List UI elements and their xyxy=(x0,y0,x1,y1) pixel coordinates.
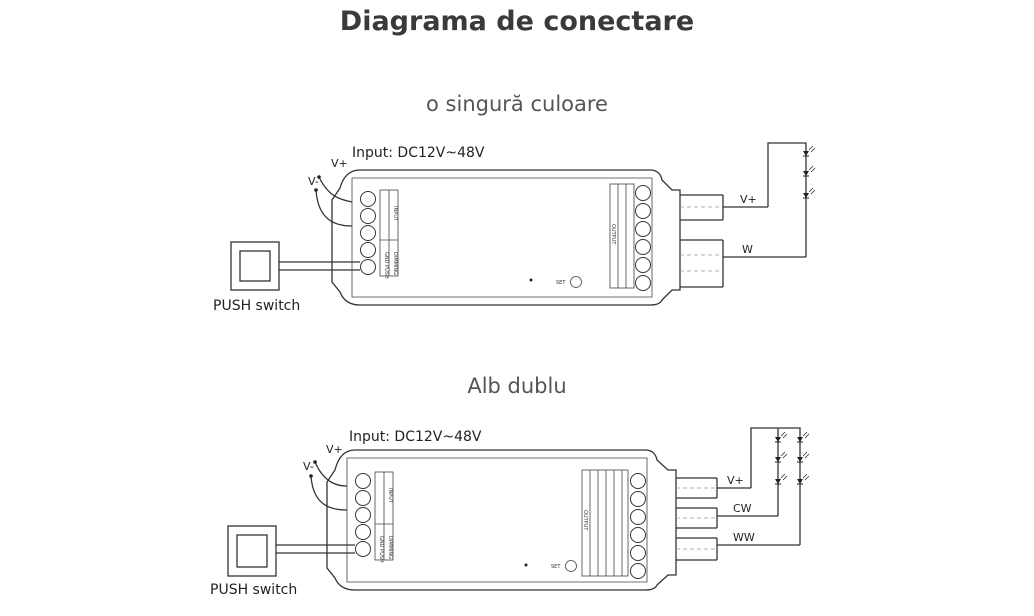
out-cw-label-2: CW xyxy=(733,502,752,515)
push-switch-label-1: PUSH switch xyxy=(213,298,300,314)
led-icon xyxy=(802,145,816,157)
push-switch-label-2: PUSH switch xyxy=(210,582,297,598)
dual-white-diagram: INPUT DIMMING GND PUSH OUTPUT SET Input:… xyxy=(210,427,810,598)
controller-housing-1 xyxy=(331,169,681,306)
led-icon xyxy=(774,451,788,463)
block-push-label-1: GND PUSH xyxy=(383,252,389,279)
block-output-label-1: OUTPUT xyxy=(610,224,616,245)
block-dimming-label-1: DIMMING xyxy=(392,252,398,275)
output-terminals-1 xyxy=(635,185,651,291)
out-ww-label-2: WW xyxy=(733,531,755,544)
input-voltage-label-2: Input: DC12V~48V xyxy=(349,429,482,445)
set-label-1: SET xyxy=(556,280,566,286)
led-icon xyxy=(796,431,810,443)
led-icon xyxy=(796,451,810,463)
push-switch-1 xyxy=(230,241,280,291)
block-push-label-2: GND PUSH xyxy=(378,536,384,563)
block-input-label-1: INPUT xyxy=(392,206,398,222)
led-icon xyxy=(774,431,788,443)
input-terminals-1 xyxy=(360,191,376,275)
out-vplus-label-1: V+ xyxy=(740,193,757,206)
led-icon xyxy=(796,473,810,485)
set-button-2 xyxy=(565,560,577,572)
input-voltage-label-1: Input: DC12V~48V xyxy=(352,145,485,161)
controller-housing-2 xyxy=(326,449,677,591)
block-input-label-2: INPUT xyxy=(387,488,393,504)
led-icon xyxy=(802,165,816,177)
vplus-label-2: V+ xyxy=(326,443,343,456)
push-switch-2 xyxy=(227,525,277,577)
input-terminals-2 xyxy=(355,473,371,557)
set-label-2: SET xyxy=(551,564,561,570)
single-color-diagram: INPUT DIMMING GND PUSH OUTPUT SET Input:… xyxy=(213,142,816,314)
output-terminals-2 xyxy=(630,473,646,579)
set-button-1 xyxy=(570,276,582,288)
block-output-label-2: OUTPUT xyxy=(582,510,588,531)
single-color-heading: o singură culoare xyxy=(426,92,608,116)
dual-white-heading: Alb dublu xyxy=(467,374,567,398)
vplus-label-1: V+ xyxy=(331,157,348,170)
out-vplus-label-2: V+ xyxy=(727,474,744,487)
led-icon xyxy=(802,187,816,199)
led-icon xyxy=(774,473,788,485)
out-w-label-1: W xyxy=(742,243,753,256)
vminus-label-2: V- xyxy=(303,460,314,473)
block-dimming-label-2: DIMMING xyxy=(387,536,393,559)
vminus-label-1: V- xyxy=(308,175,319,188)
page-title: Diagrama de conectare xyxy=(339,6,695,37)
